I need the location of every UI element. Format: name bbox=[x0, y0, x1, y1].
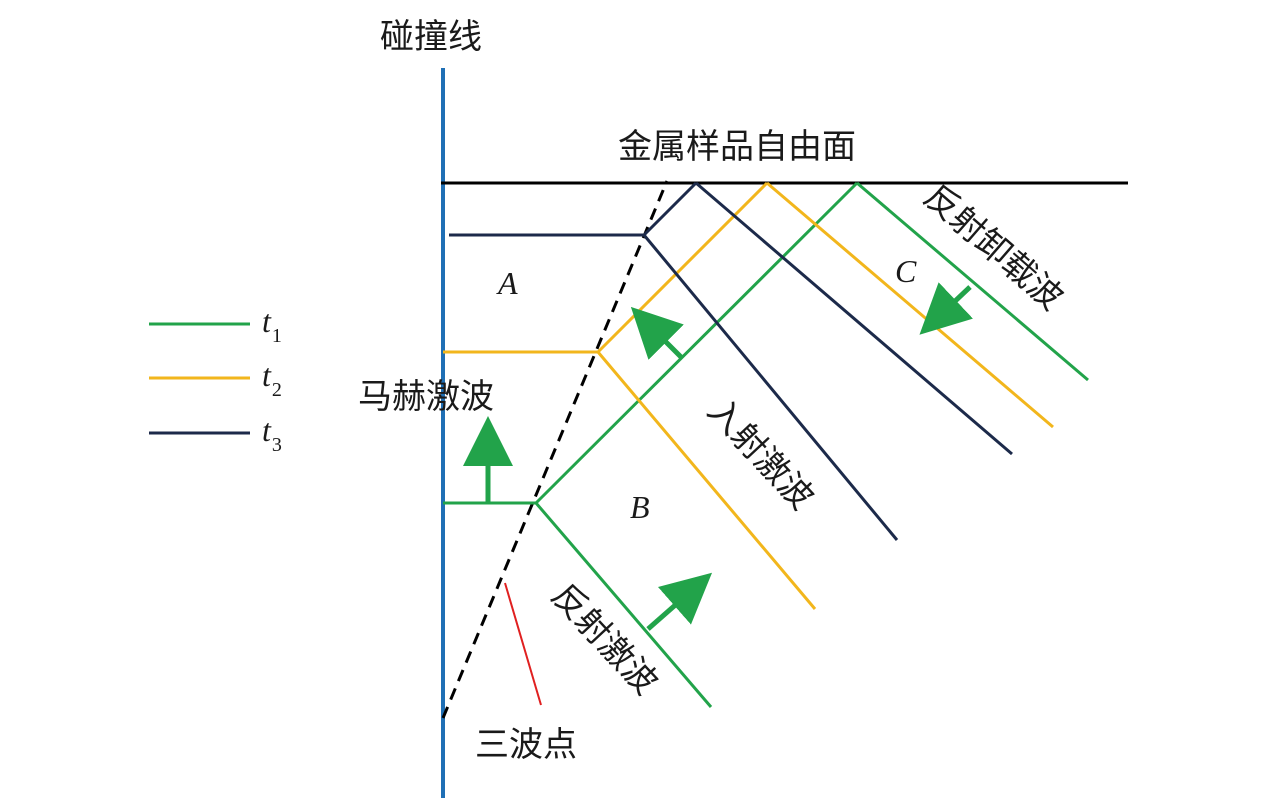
t3-reflected-wave bbox=[642, 234, 899, 541]
t1-reflected-unloading-wave bbox=[856, 181, 1089, 382]
unloading-wave-direction-arrow bbox=[919, 282, 973, 335]
reflected-wave-direction-arrow bbox=[646, 572, 713, 631]
region-c-label: C bbox=[895, 253, 917, 289]
triple-point-label: 三波点 bbox=[475, 725, 577, 765]
collision-line-label: 碰撞线 bbox=[380, 17, 482, 57]
free-surface-label: 金属样品自由面 bbox=[618, 127, 856, 167]
legend-t2-label: t2 bbox=[262, 357, 282, 401]
reflected-wave-label: 反射激波 bbox=[543, 576, 665, 703]
triple-point-pointer bbox=[504, 582, 542, 706]
t2-reflected-wave bbox=[596, 351, 817, 610]
t1-reflected-wave bbox=[534, 502, 713, 708]
incident-wave-direction-arrow bbox=[630, 306, 684, 360]
reflected-unloading-wave-label: 反射卸载波 bbox=[916, 177, 1071, 319]
legend: t1 t2 t3 bbox=[149, 303, 282, 456]
region-b-label: B bbox=[630, 489, 650, 525]
incident-wave-label: 入射激波 bbox=[699, 391, 821, 518]
region-a-label: A bbox=[496, 265, 518, 301]
t2-reflected-unloading-wave bbox=[766, 181, 1054, 429]
triple-point-locus-dashed bbox=[441, 180, 669, 719]
mach-wave-label: 马赫激波 bbox=[358, 377, 494, 417]
t3-reflected-unloading-wave bbox=[695, 181, 1013, 456]
legend-t3-label: t3 bbox=[262, 412, 282, 456]
t2-incident-wave bbox=[596, 181, 769, 354]
t1-incident-wave bbox=[534, 181, 859, 505]
t3-incident-wave bbox=[642, 181, 698, 237]
legend-t1-label: t1 bbox=[262, 303, 282, 347]
